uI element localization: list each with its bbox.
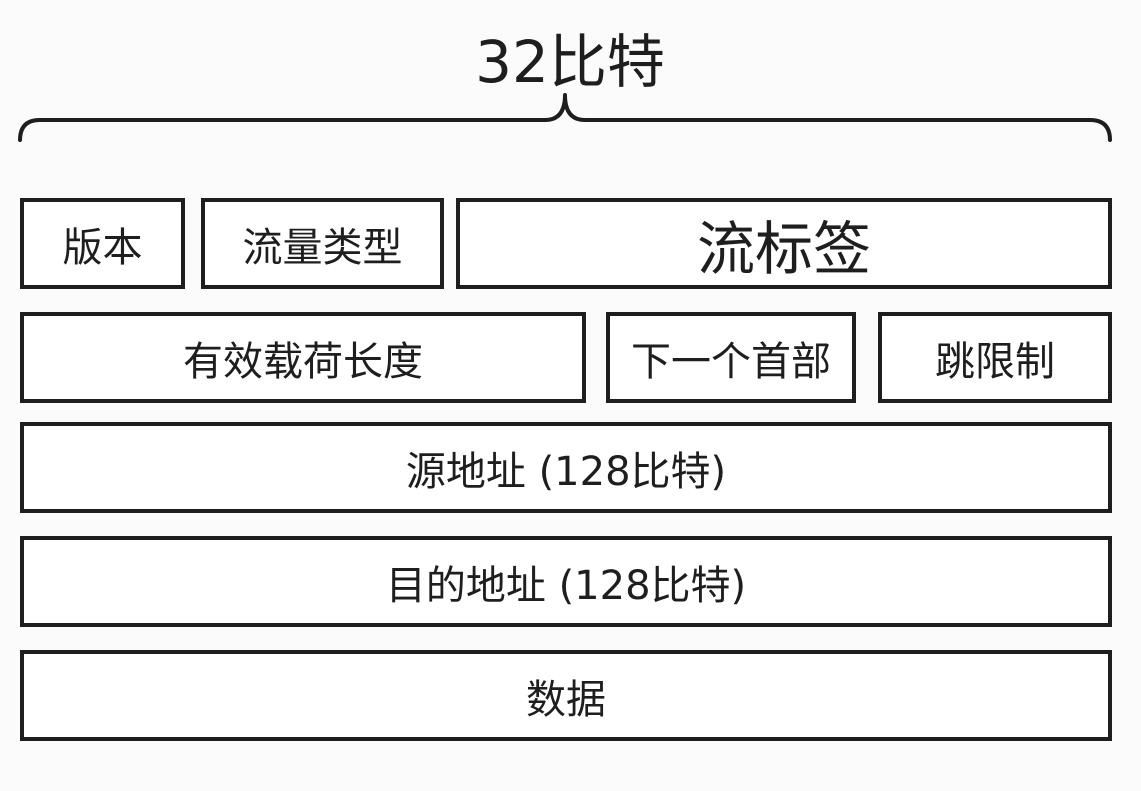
field-traffic-class: 流量类型	[201, 198, 444, 289]
field-traffic-class-label: 流量类型	[242, 224, 403, 271]
field-version: 版本	[20, 198, 185, 289]
field-next-header: 下一个首部	[606, 312, 856, 403]
field-hop-limit: 跳限制	[878, 312, 1112, 403]
field-source-address-label: 源地址 (128比特)	[405, 448, 727, 495]
field-payload-length-label: 有效载荷长度	[183, 338, 423, 385]
field-source-address: 源地址 (128比特)	[20, 422, 1112, 513]
field-data: 数据	[20, 650, 1112, 741]
field-next-header-label: 下一个首部	[631, 338, 831, 385]
bit-width-label: 32比特	[475, 28, 665, 96]
field-destination-address: 目的地址 (128比特)	[20, 536, 1112, 627]
field-hop-limit-label: 跳限制	[935, 338, 1055, 385]
field-flow-label: 流标签	[456, 198, 1112, 289]
field-destination-address-label: 目的地址 (128比特)	[385, 562, 747, 609]
field-payload-length: 有效载荷长度	[20, 312, 586, 403]
field-flow-label-label: 流标签	[696, 214, 871, 283]
field-version-label: 版本	[62, 224, 143, 271]
field-data-label: 数据	[526, 676, 606, 723]
